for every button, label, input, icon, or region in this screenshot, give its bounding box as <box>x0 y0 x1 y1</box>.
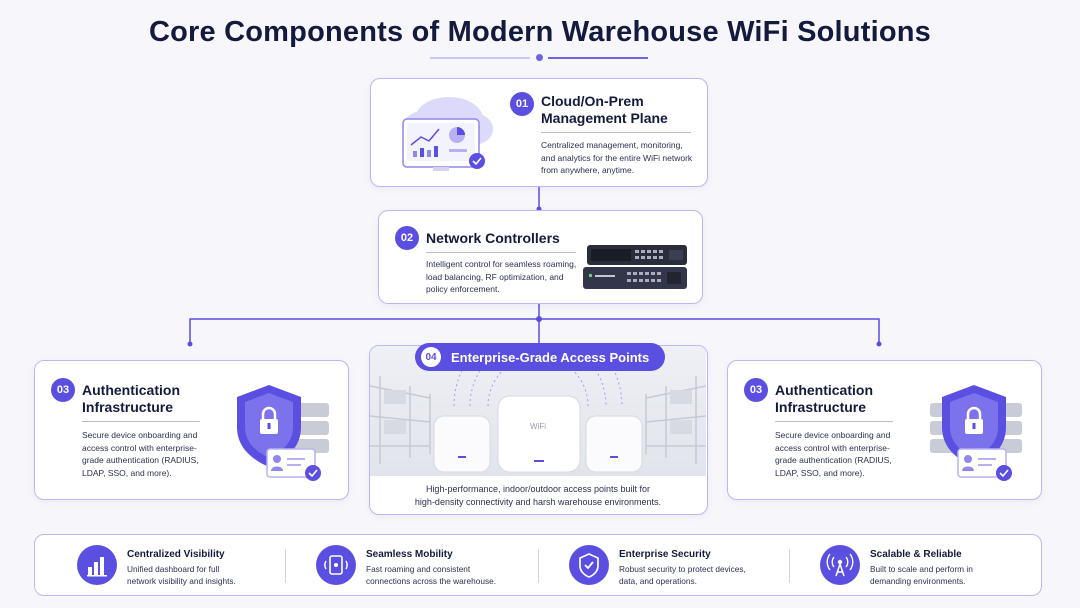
feature-title: Seamless Mobility <box>366 549 453 560</box>
feature-title: Enterprise Security <box>619 549 711 560</box>
benefits-strip: Centralized Visibility Unified dashboard… <box>34 534 1042 596</box>
feature-description: Built to scale and perform in demanding … <box>870 564 973 586</box>
shield-lock-icon <box>237 385 329 481</box>
shield-check-icon <box>569 545 609 585</box>
divider <box>285 549 286 583</box>
page-title: Core Components of Modern Warehouse WiFi… <box>149 16 931 48</box>
title-line: Cloud/On-Prem <box>541 93 644 109</box>
divider <box>82 421 200 422</box>
bar-chart-icon <box>77 545 117 585</box>
step-number-badge: 01 <box>510 92 534 116</box>
step-number-badge: 02 <box>395 226 419 250</box>
component-title: Enterprise-Grade Access Points <box>451 349 650 365</box>
component-title: Cloud/On-Prem Management Plane <box>541 93 668 127</box>
network-controllers-card: 02 Network Controllers Intelligent contr… <box>378 210 703 304</box>
divider <box>775 421 893 422</box>
shield-lock-icon <box>930 385 1022 481</box>
divider <box>541 132 691 133</box>
management-plane-card: 01 Cloud/On-Prem Management Plane Centra… <box>370 78 708 187</box>
antenna-icon <box>820 545 860 585</box>
component-description: Secure device onboarding and access cont… <box>775 430 892 478</box>
component-title: Authentication Infrastructure <box>82 382 180 415</box>
feature-description: Fast roaming and consistent connections … <box>366 564 497 586</box>
component-description: High-performance, indoor/outdoor access … <box>414 484 662 507</box>
component-title: Network Controllers <box>426 230 560 246</box>
step-number-badge: 03 <box>744 378 768 402</box>
component-title: Authentication Infrastructure <box>775 382 873 415</box>
ap-brand-label: WiFi <box>530 422 546 431</box>
controller-hardware-icon <box>583 245 687 289</box>
divider <box>538 549 539 583</box>
component-description: Intelligent control for seamless roaming… <box>426 259 577 294</box>
authentication-card-left: 03 Authentication Infrastructure Secure … <box>34 360 349 500</box>
access-points-banner: 04 Enterprise-Grade Access Points <box>415 343 665 371</box>
feature-description: Unified dashboard for full network visib… <box>127 564 236 586</box>
divider <box>426 252 576 253</box>
feature-title: Scalable & Reliable <box>870 549 962 560</box>
title-underline <box>430 54 650 62</box>
mobility-icon <box>316 545 356 585</box>
feature-title: Centralized Visibility <box>127 549 225 560</box>
feature-description: Robust security to protect devices, data… <box>619 564 746 586</box>
step-number-badge: 04 <box>421 347 441 367</box>
divider <box>789 549 790 583</box>
cloud-dashboard-icon <box>402 97 493 171</box>
component-description: Secure device onboarding and access cont… <box>82 430 199 478</box>
step-number-badge: 03 <box>51 378 75 402</box>
authentication-card-right: 03 Authentication Infrastructure Secure … <box>727 360 1042 500</box>
component-description: Centralized management, monitoring, and … <box>541 140 693 175</box>
title-line: Management Plane <box>541 110 668 126</box>
